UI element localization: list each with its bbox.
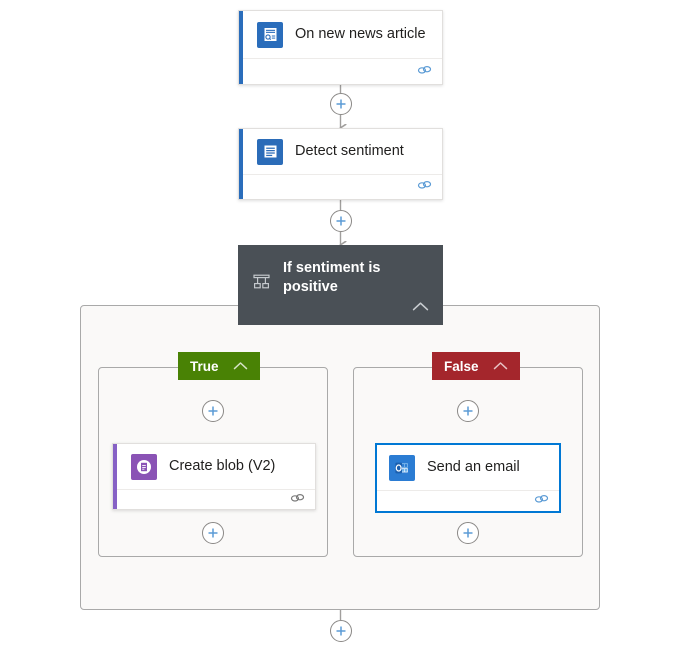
card-title: Detect sentiment — [295, 143, 404, 160]
card-detect-sentiment[interactable]: Detect sentiment — [238, 128, 443, 200]
true-branch-label: True — [190, 358, 219, 374]
card-header: On new news article — [239, 11, 442, 58]
chain-link-icon[interactable] — [417, 178, 432, 196]
chain-link-icon[interactable] — [290, 491, 305, 509]
card-title: Send an email — [427, 459, 520, 476]
false-branch-label: False — [444, 358, 479, 374]
plus-icon — [208, 528, 217, 538]
card-footer — [239, 58, 442, 84]
card-accent-bar — [113, 444, 117, 509]
condition-branch-icon — [252, 272, 271, 296]
card-title: On new news article — [295, 26, 426, 43]
card-on-new-news-article[interactable]: On new news article — [238, 10, 443, 85]
plus-icon — [336, 626, 345, 636]
add-step-false-after-action-button[interactable] — [456, 522, 479, 544]
plus-icon — [463, 406, 472, 416]
chain-link-icon[interactable] — [534, 492, 549, 510]
add-step-false-before-action-button[interactable] — [456, 400, 479, 422]
card-title: Create blob (V2) — [169, 458, 276, 475]
chevron-up-icon[interactable] — [233, 359, 248, 374]
rss-document-icon — [257, 21, 283, 48]
add-step-after-detect-button[interactable] — [329, 210, 352, 232]
card-header: Send an email — [377, 445, 559, 490]
plus-icon — [463, 528, 472, 538]
false-branch-badge[interactable]: False — [432, 352, 520, 380]
card-header: Detect sentiment — [239, 129, 442, 174]
card-title: If sentiment is positive — [283, 260, 381, 296]
chevron-up-icon[interactable] — [412, 299, 429, 317]
add-step-after-trigger-button[interactable] — [329, 93, 352, 115]
add-step-true-before-action-button[interactable] — [201, 400, 224, 422]
true-branch-badge[interactable]: True — [178, 352, 260, 380]
card-send-an-email[interactable]: Send an email — [375, 443, 561, 513]
card-create-blob-v2[interactable]: Create blob (V2) — [112, 443, 316, 510]
chevron-up-icon[interactable] — [493, 359, 508, 374]
card-footer — [113, 489, 315, 509]
card-footer — [239, 174, 442, 199]
plus-icon — [208, 406, 217, 416]
card-accent-bar — [239, 11, 243, 84]
blob-storage-icon — [131, 453, 157, 480]
outlook-mail-icon — [389, 454, 415, 481]
card-header: Create blob (V2) — [113, 444, 315, 489]
plus-icon — [336, 99, 345, 109]
plus-icon — [336, 216, 345, 226]
card-footer — [377, 490, 559, 511]
chain-link-icon[interactable] — [417, 63, 432, 81]
card-accent-bar — [239, 129, 243, 199]
add-step-true-after-action-button[interactable] — [201, 522, 224, 544]
text-lines-icon — [257, 138, 283, 165]
add-step-after-condition-button[interactable] — [329, 620, 352, 642]
card-if-sentiment-is-positive[interactable]: If sentiment is positive — [238, 245, 443, 325]
